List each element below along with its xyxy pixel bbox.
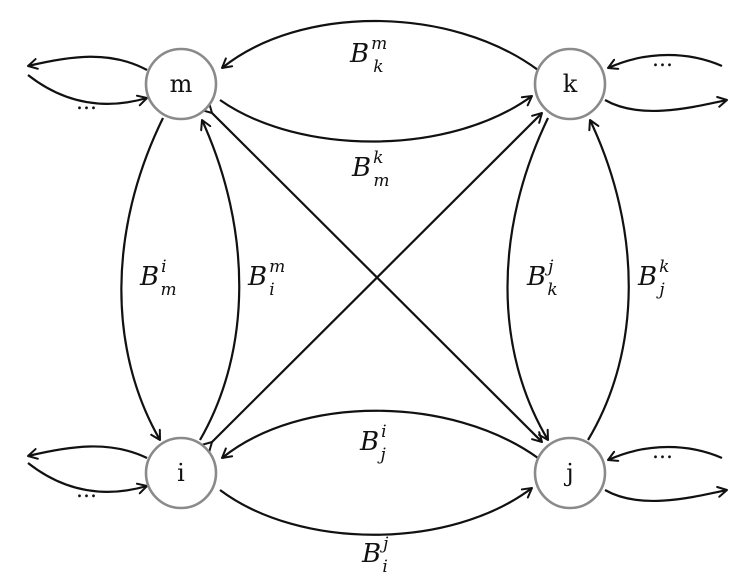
edge-j-in-right (607, 445, 723, 462)
node-i: i (144, 436, 218, 510)
edge-j-out-right (604, 486, 728, 503)
edge-k-in-right (607, 53, 723, 70)
edge-i-to-m (199, 119, 241, 441)
external-dots-m: ... (76, 90, 97, 115)
node-k: k (533, 47, 607, 121)
edge-m-in-left (27, 74, 148, 107)
edge-i-to-j (219, 487, 533, 536)
node-m-label: m (170, 70, 193, 98)
edge-k-out-right (604, 96, 728, 113)
node-j-label: j (563, 459, 573, 487)
edge-m-out-left (27, 55, 148, 71)
node-i-label: i (177, 459, 185, 487)
node-k-label: k (563, 70, 578, 98)
edge-m-to-i (120, 117, 164, 441)
node-m: m (144, 47, 218, 121)
edge-i-out-left (27, 445, 148, 460)
external-dots-k: ... (652, 47, 673, 72)
edge-i-in-left (27, 462, 148, 495)
external-dots-j: ... (652, 439, 673, 464)
node-j: j (533, 436, 607, 510)
external-dots-i: ... (76, 478, 97, 503)
edge-j-to-k (587, 119, 630, 441)
edge-m-to-k (219, 95, 533, 143)
edge-k-to-m (221, 19, 539, 71)
edge-diagonal-i-k (201, 112, 543, 453)
